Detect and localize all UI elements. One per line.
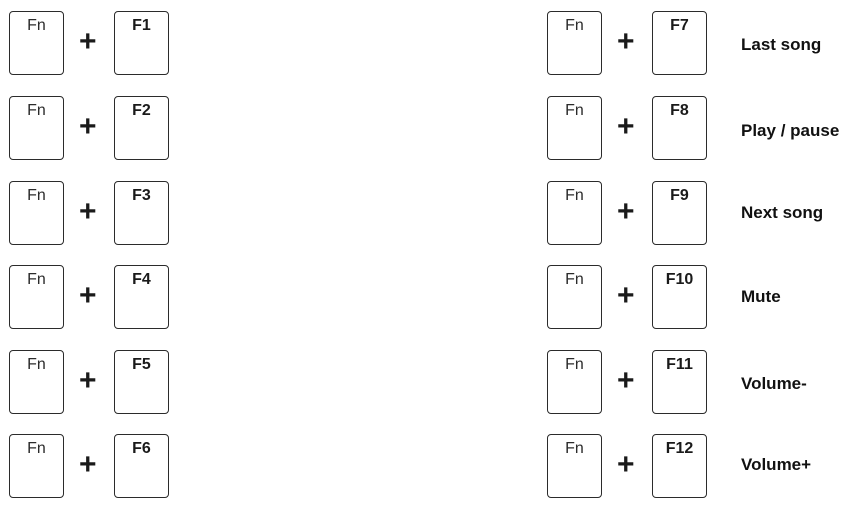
f10-key: F10 [652,265,707,329]
f8-key: F8 [652,96,707,160]
fn-key: Fn [547,350,602,414]
function-label-last-song: Last song [741,35,822,54]
f7-key: F7 [652,11,707,75]
function-label-play-pause: Play / pause [741,121,840,140]
key-label: Fn [565,271,584,288]
key-label: Fn [27,271,46,288]
function-label-volume-down: Volume- [741,374,807,393]
fn-key: Fn [9,350,64,414]
fn-key: Fn [547,181,602,245]
key-label: Fn [27,187,46,204]
key-label: Fn [565,356,584,373]
plus-sign: + [79,110,97,143]
key-label: Fn [565,440,584,457]
fn-key: Fn [547,265,602,329]
f5-key: F5 [114,350,169,414]
f11-key: F11 [652,350,707,414]
key-label: F9 [670,187,689,204]
function-label-next-song: Next song [741,203,824,222]
plus-sign: + [617,364,635,397]
fn-key: Fn [547,11,602,75]
key-label: Fn [27,102,46,119]
key-label: F3 [132,187,151,204]
plus-sign: + [79,448,97,481]
key-label: F2 [132,102,151,119]
f4-key: F4 [114,265,169,329]
plus-sign: + [79,279,97,312]
fn-key: Fn [547,434,602,498]
key-label: F1 [132,17,151,34]
key-label: F5 [132,356,151,373]
key-label: Fn [27,17,46,34]
key-label: F6 [132,440,151,457]
key-label: F4 [132,271,151,288]
fn-key: Fn [9,11,64,75]
f2-key: F2 [114,96,169,160]
key-label: F10 [665,271,694,288]
key-label: Fn [565,102,584,119]
plus-sign: + [617,195,635,228]
plus-sign: + [617,110,635,143]
key-label: F12 [665,440,694,457]
plus-sign: + [617,279,635,312]
key-label: Fn [27,356,46,373]
plus-sign: + [617,25,635,58]
plus-sign: + [79,364,97,397]
fn-key: Fn [9,96,64,160]
key-label: F7 [670,17,689,34]
key-label: Fn [27,440,46,457]
fn-key: Fn [9,265,64,329]
f1-key: F1 [114,11,169,75]
f3-key: F3 [114,181,169,245]
plus-sign: + [79,195,97,228]
f9-key: F9 [652,181,707,245]
function-label-volume-up: Volume+ [741,455,812,474]
fn-key: Fn [547,96,602,160]
f12-key: F12 [652,434,707,498]
key-label: F11 [666,356,693,373]
plus-sign: + [617,448,635,481]
function-label-mute: Mute [741,287,781,306]
fn-key: Fn [9,181,64,245]
key-label: F8 [670,102,689,119]
key-label: Fn [565,187,584,204]
plus-sign: + [79,25,97,58]
f6-key: F6 [114,434,169,498]
fn-key: Fn [9,434,64,498]
key-label: Fn [565,17,584,34]
